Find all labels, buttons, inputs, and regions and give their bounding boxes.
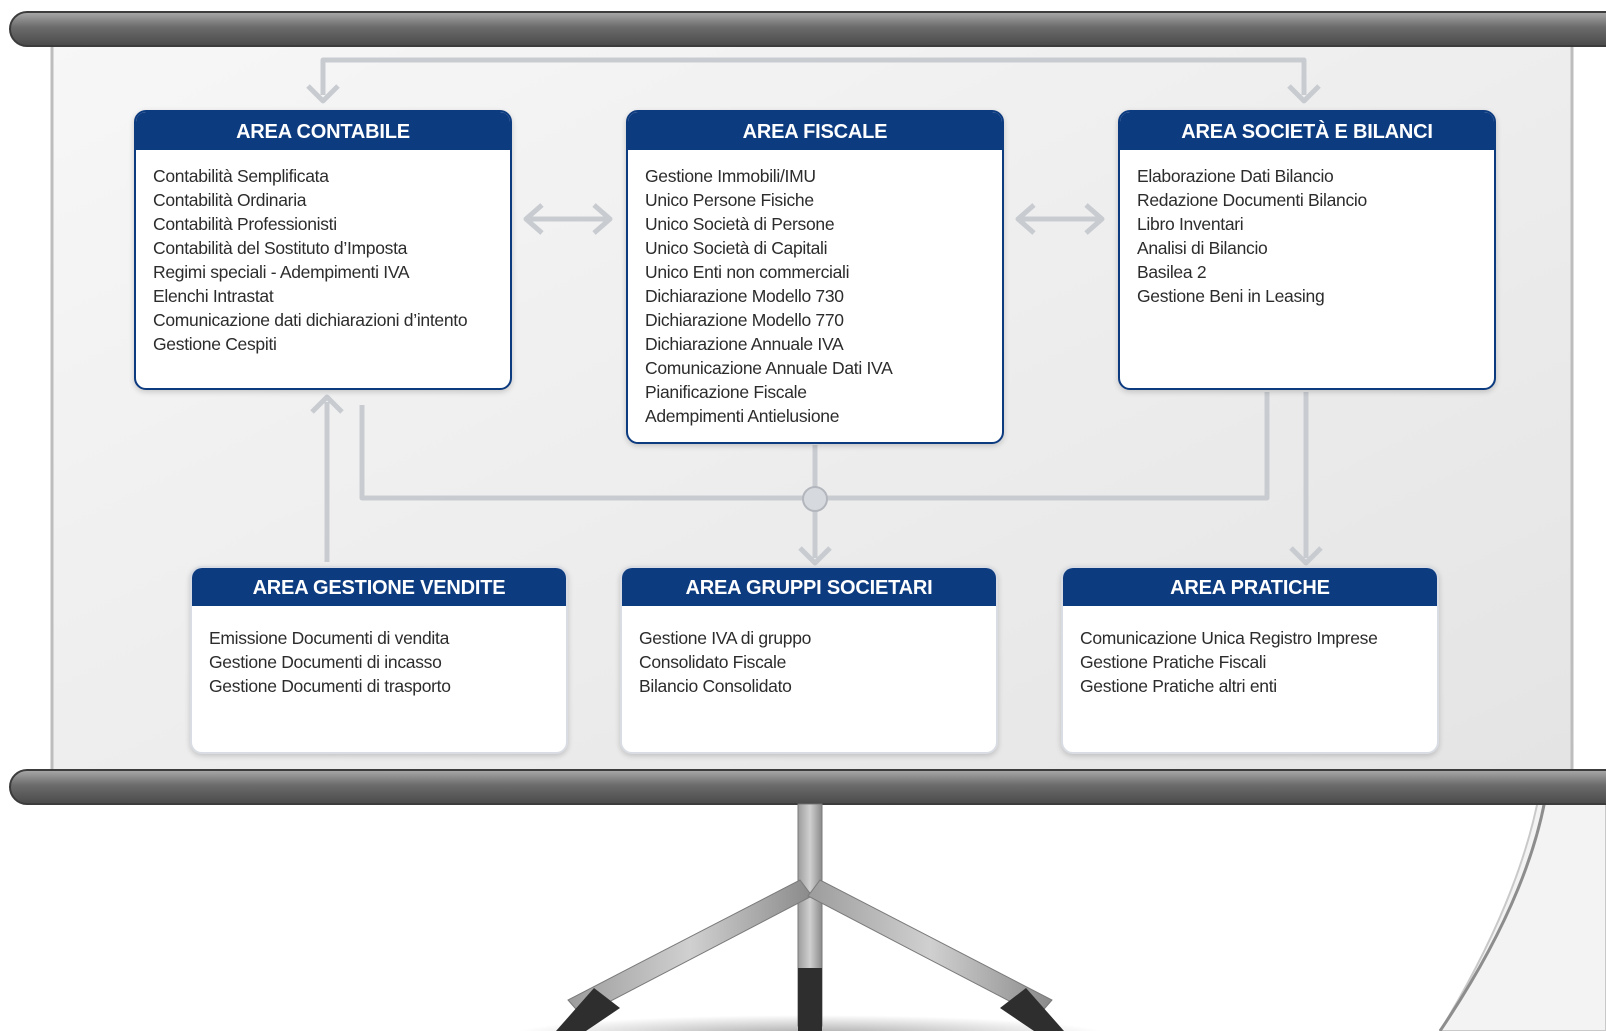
list-item[interactable]: Contabilità Ordinaria	[153, 190, 307, 210]
list-item[interactable]: Gestione Cespiti	[153, 334, 277, 354]
list-item[interactable]: Dichiarazione Modello 770	[645, 310, 844, 330]
list-item[interactable]: Comunicazione dati dichiarazioni d’inten…	[153, 310, 468, 330]
card-title: AREA GRUPPI SOCIETARI	[622, 568, 996, 606]
list-item[interactable]: Gestione Immobili/IMU	[645, 166, 816, 186]
bottom-roller-bar	[9, 769, 1606, 805]
list-item[interactable]: Emissione Documenti di vendita	[209, 628, 450, 648]
list-item[interactable]: Dichiarazione Modello 730	[645, 286, 844, 306]
list-item[interactable]: Comunicazione Unica Registro Imprese	[1080, 628, 1378, 648]
list-item[interactable]: Gestione Documenti di incasso	[209, 652, 442, 672]
card-item-list: Elaborazione Dati Bilancio Redazione Doc…	[1120, 150, 1494, 308]
list-item[interactable]: Bilancio Consolidato	[639, 676, 792, 696]
list-item[interactable]: Regimi speciali - Adempimenti IVA	[153, 262, 410, 282]
list-item[interactable]: Comunicazione Annuale Dati IVA	[645, 358, 893, 378]
list-item[interactable]: Contabilità Professionisti	[153, 214, 337, 234]
card-title: AREA GESTIONE VENDITE	[192, 568, 566, 606]
list-item[interactable]: Unico Persone Fisiche	[645, 190, 814, 210]
list-item[interactable]: Dichiarazione Annuale IVA	[645, 334, 844, 354]
list-item[interactable]: Adempimenti Antielusione	[645, 406, 840, 426]
card-item-list: Emissione Documenti di vendita Gestione …	[192, 606, 566, 698]
area-fiscale-card[interactable]: AREA FISCALE Gestione Immobili/IMU Unico…	[626, 110, 1004, 444]
list-item[interactable]: Gestione IVA di gruppo	[639, 628, 812, 648]
card-title: AREA PRATICHE	[1063, 568, 1437, 606]
list-item[interactable]: Gestione Documenti di trasporto	[209, 676, 451, 696]
tripod-stand	[516, 803, 1104, 1031]
area-gestione-vendite-card[interactable]: AREA GESTIONE VENDITE Emissione Document…	[190, 566, 568, 754]
list-item[interactable]: Elenchi Intrastat	[153, 286, 274, 306]
list-item[interactable]: Unico Società di Capitali	[645, 238, 828, 258]
list-item[interactable]: Basilea 2	[1137, 262, 1207, 282]
card-item-list: Contabilità Semplificata Contabilità Ord…	[136, 150, 510, 356]
list-item[interactable]: Gestione Beni in Leasing	[1137, 286, 1325, 306]
list-item[interactable]: Gestione Pratiche Fiscali	[1080, 652, 1267, 672]
card-item-list: Comunicazione Unica Registro Imprese Ges…	[1063, 606, 1437, 698]
card-item-list: Gestione Immobili/IMU Unico Persone Fisi…	[628, 150, 1002, 428]
list-item[interactable]: Pianificazione Fiscale	[645, 382, 807, 402]
list-item[interactable]: Gestione Pratiche altri enti	[1080, 676, 1277, 696]
area-societa-bilanci-card[interactable]: AREA SOCIETÀ E BILANCI Elaborazione Dati…	[1118, 110, 1496, 390]
list-item[interactable]: Consolidato Fiscale	[639, 652, 787, 672]
card-title: AREA CONTABILE	[136, 112, 510, 150]
hub-node	[802, 486, 828, 512]
list-item[interactable]: Libro Inventari	[1137, 214, 1244, 234]
top-roller-bar	[9, 11, 1606, 47]
list-item[interactable]: Redazione Documenti Bilancio	[1137, 190, 1367, 210]
card-title: AREA FISCALE	[628, 112, 1002, 150]
list-item[interactable]: Elaborazione Dati Bilancio	[1137, 166, 1334, 186]
card-item-list: Gestione IVA di gruppo Consolidato Fisca…	[622, 606, 996, 698]
list-item[interactable]: Contabilità del Sostituto d’Imposta	[153, 238, 408, 258]
list-item[interactable]: Contabilità Semplificata	[153, 166, 329, 186]
area-gruppi-societari-card[interactable]: AREA GRUPPI SOCIETARI Gestione IVA di gr…	[620, 566, 998, 754]
list-item[interactable]: Analisi di Bilancio	[1137, 238, 1268, 258]
list-item[interactable]: Unico Società di Persone	[645, 214, 835, 234]
card-title: AREA SOCIETÀ E BILANCI	[1120, 112, 1494, 150]
list-item[interactable]: Unico Enti non commerciali	[645, 262, 850, 282]
area-pratiche-card[interactable]: AREA PRATICHE Comunicazione Unica Regist…	[1061, 566, 1439, 754]
area-contabile-card[interactable]: AREA CONTABILE Contabilità Semplificata …	[134, 110, 512, 390]
